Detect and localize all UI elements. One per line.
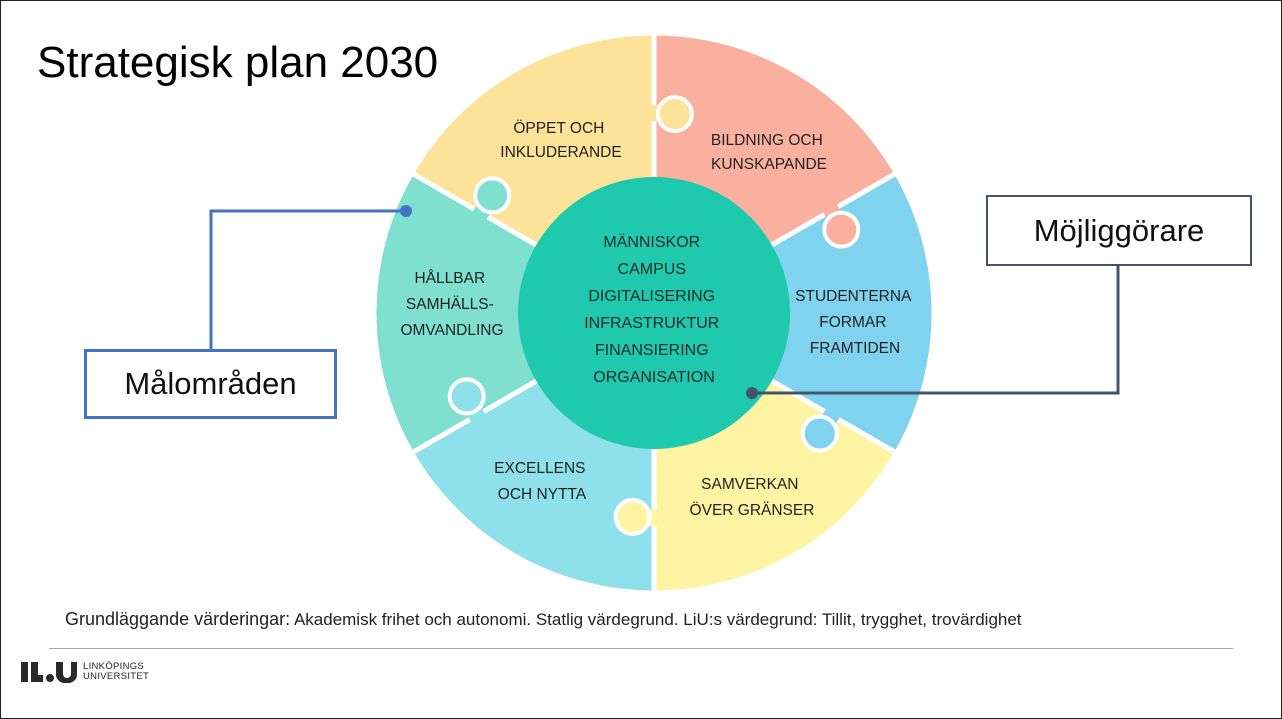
puzzle-tab-knob [800,414,839,453]
enablers-connector-line [752,266,1120,395]
core-values-text: Grundläggande värderingar: Akademisk fri… [65,609,1022,630]
segment-label-studenterna: STUDENTERNA FORMAR FRAMTIDEN [795,288,915,357]
segment-label-line: HÅLLBAR [415,270,486,287]
center-circle [518,177,790,449]
segment-studenterna [648,169,937,457]
puzzle-tab-knob [822,210,861,249]
segment-label-oppet: ÖPPET OCH INKLUDERANDE [500,119,621,161]
segment-label-line: FORMAR [819,314,886,331]
goal-areas-connector-dot [400,205,412,217]
center-item: INFRASTRUKTUR [584,315,719,332]
center-item: CAMPUS [618,261,686,278]
puzzle-tab-knob [447,377,486,416]
center-item: ORGANISATION [593,369,715,386]
goal-areas-callout: Målområden [84,349,337,419]
segment-label-line: KUNSKAPANDE [711,156,827,173]
logo-line-1: LINKÖPINGS [83,661,145,672]
liu-logo-mark-icon [21,662,77,683]
center-label: MÄNNISKOR CAMPUS DIGITALISERING INFRASTR… [584,233,724,386]
liu-logo: LINKÖPINGS UNIVERSITET [21,660,149,684]
segment-hallbar [371,169,660,457]
segment-label-line: INKLUDERANDE [500,144,621,161]
puzzle-tab-knob [655,95,694,134]
footer-divider [49,648,1233,649]
segment-label-line: OMVANDLING [400,322,503,339]
center-item: DIGITALISERING [588,288,715,305]
core-values-body: Akademisk frihet och autonomi. Statlig v… [290,610,1022,629]
segment-label-samverkan: SAMVERKAN ÖVER GRÄNSER [690,476,815,519]
segment-label-line: ÖPPET OCH [513,119,604,137]
logo-line-2: UNIVERSITET [83,671,150,682]
segment-label-hallbar: HÅLLBAR SAMHÄLLS- OMVANDLING [400,270,503,339]
segment-label-line: EXCELLENS [494,460,585,477]
segment-label-bildning: BILDNING OCH KUNSKAPANDE [711,132,827,173]
core-values-lead: Grundläggande värderingar: [65,609,291,629]
segment-label-line: STUDENTERNA [795,288,912,305]
center-item: FINANSIERING [595,342,709,359]
segment-label-line: BILDNING OCH [711,132,823,149]
segment-label-line: SAMHÄLLS- [406,296,494,313]
goal-areas-connector-line [209,209,406,349]
segment-label-line: ÖVER GRÄNSER [690,501,815,519]
center-item: MÄNNISKOR [603,233,700,251]
segment-label-line: SAMVERKAN [701,476,798,493]
segment-label-line: FRAMTIDEN [810,340,900,357]
segment-label-excellens: EXCELLENS OCH NYTTA [494,460,590,503]
enablers-connector-dot [746,387,758,399]
puzzle-tab-knob [473,176,512,215]
liu-wordmark: LINKÖPINGS UNIVERSITET [83,662,149,682]
segment-label-line: OCH NYTTA [498,486,587,503]
enablers-callout: Möjliggörare [986,195,1252,266]
puzzle-tab-knob [613,497,652,536]
slide-title: Strategisk plan 2030 [37,38,439,87]
